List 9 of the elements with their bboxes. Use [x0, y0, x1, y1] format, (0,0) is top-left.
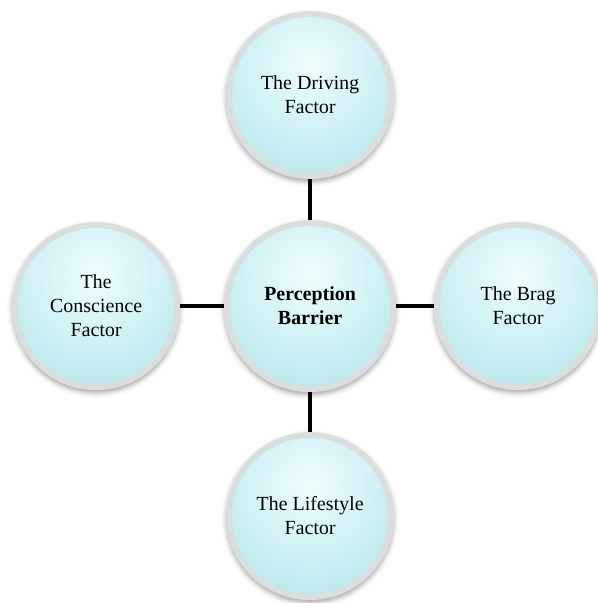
connector-line [396, 304, 434, 308]
node-label: The Brag Factor [480, 282, 556, 330]
node-label: The Conscience Factor [48, 270, 144, 342]
node-label: The Driving Factor [260, 71, 360, 119]
node-label: The Lifestyle Factor [255, 492, 365, 540]
node-label: Perception Barrier [263, 282, 357, 330]
connector-line [308, 179, 312, 220]
connector-line [180, 304, 224, 308]
connector-line [308, 392, 312, 432]
